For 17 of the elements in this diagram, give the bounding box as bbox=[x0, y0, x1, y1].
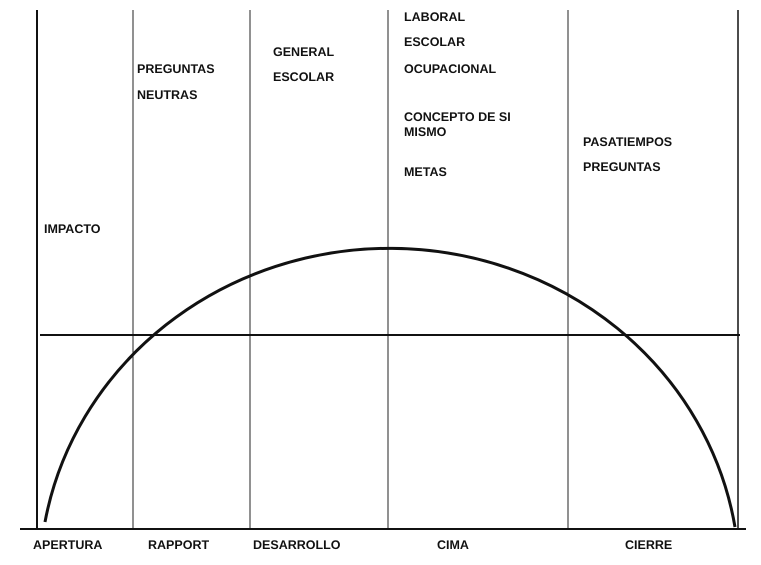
topic-label: GENERAL bbox=[273, 45, 334, 60]
phase-label: CIERRE bbox=[625, 538, 672, 553]
topic-label: NEUTRAS bbox=[137, 88, 198, 103]
phase-label: CIMA bbox=[437, 538, 469, 553]
phase-label: APERTURA bbox=[33, 538, 102, 553]
topic-label: PREGUNTAS bbox=[137, 62, 215, 77]
topic-label: PASATIEMPOS bbox=[583, 135, 672, 150]
topic-label: CONCEPTO DE SI MISMO bbox=[404, 110, 512, 140]
topic-label: PREGUNTAS bbox=[583, 160, 661, 175]
phase-label: RAPPORT bbox=[148, 538, 210, 553]
topic-label: METAS bbox=[404, 165, 447, 180]
topic-label: ESCOLAR bbox=[404, 35, 466, 50]
phase-label: DESARROLLO bbox=[253, 538, 340, 553]
topic-label: ESCOLAR bbox=[273, 70, 334, 85]
topic-label: IMPACTO bbox=[44, 222, 100, 237]
topic-label: LABORAL bbox=[404, 10, 466, 25]
topic-label: OCUPACIONAL bbox=[404, 62, 496, 77]
